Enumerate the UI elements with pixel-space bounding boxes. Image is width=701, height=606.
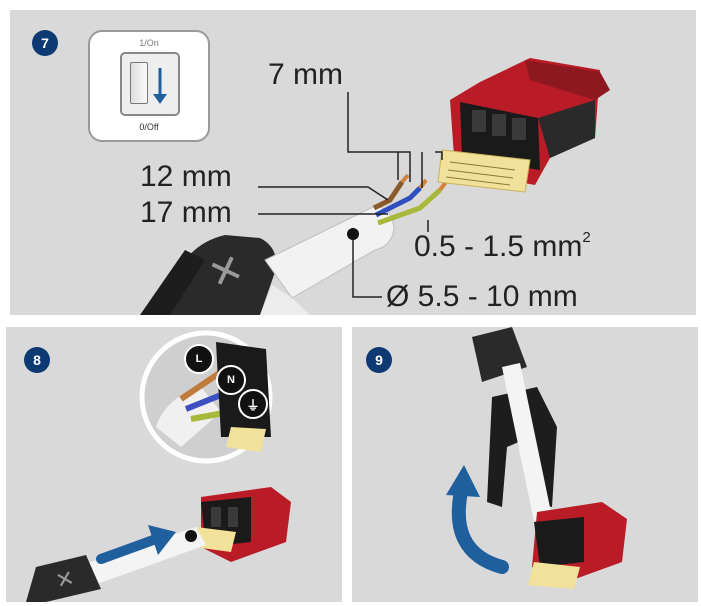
- insert-arrow-icon: [96, 525, 176, 564]
- arrow-down-icon: [153, 68, 167, 104]
- dimension-leaders: [258, 92, 443, 298]
- strip-length-label: 7 mm: [268, 58, 343, 91]
- power-switch-off-icon: 1/On 0/Off: [88, 30, 210, 142]
- step-7-badge: 7: [32, 30, 58, 56]
- neutral-conductor-tag: N: [216, 365, 246, 395]
- switch-frame: [120, 52, 180, 116]
- outer-strip-12-label: 12 mm: [140, 160, 232, 193]
- connector-housing: [450, 58, 610, 185]
- rotate-arrow-icon: [446, 465, 509, 574]
- stripped-wires: [372, 173, 448, 226]
- step-8-illustration: ✕: [26, 330, 291, 602]
- step-9-illustration: [446, 327, 627, 589]
- instruction-leaflet: [437, 149, 531, 193]
- connector-housing: [528, 502, 627, 589]
- earth-ground-icon: ⏚: [238, 389, 268, 419]
- switch-rocker: [130, 62, 148, 104]
- step-9-badge: 9: [366, 347, 392, 373]
- outer-strip-17-label: 17 mm: [140, 196, 232, 229]
- cable: ✕: [26, 527, 206, 602]
- line-conductor-tag: L: [184, 344, 214, 374]
- switch-off-label: 0/Off: [139, 122, 159, 132]
- step-9-panel: 9: [352, 327, 698, 602]
- step-8-panel: ✕ 8 L N ⏚: [6, 327, 342, 602]
- connector-housing: [194, 487, 291, 562]
- cable-diameter-label: Ø 5.5 - 10 mm: [386, 280, 578, 313]
- step-7-illustration: ✕: [140, 58, 610, 315]
- cable-grip-handle: ✕: [140, 235, 276, 315]
- switch-on-label: 1/On: [139, 38, 159, 48]
- cable-sheath: [260, 205, 395, 315]
- wire-section-label: 0.5 - 1.5 mm2: [414, 229, 591, 263]
- step-8-badge: 8: [24, 347, 50, 373]
- cable: [502, 363, 552, 521]
- step-7-panel: ✕: [10, 10, 696, 315]
